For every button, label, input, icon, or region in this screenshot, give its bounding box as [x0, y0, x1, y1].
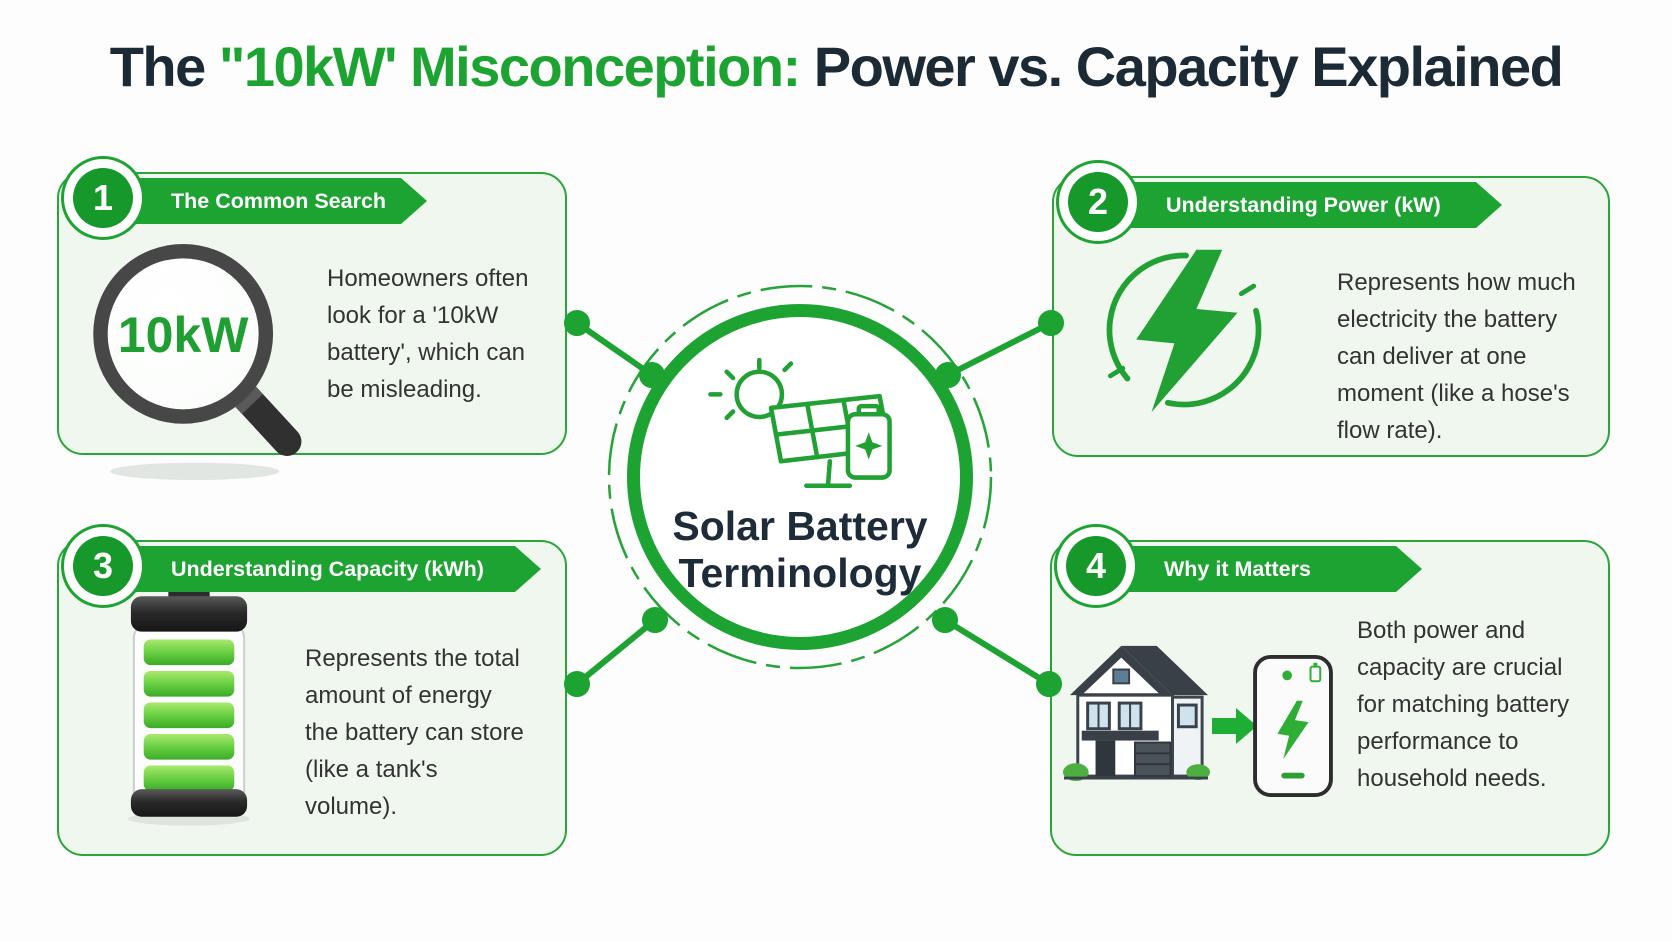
card-3-heading: Understanding Capacity (kWh)	[171, 556, 484, 581]
center-title-line1: Solar Battery	[672, 502, 928, 549]
page-title: The "10kW' Misconception: Power vs. Capa…	[0, 34, 1672, 99]
title-suffix: Power vs. Capacity Explained	[799, 35, 1564, 98]
card-3-number: 3	[73, 536, 133, 596]
card-common-search: The Common Search 1 10kW	[57, 156, 567, 480]
center-hub: Solar Battery Terminology	[627, 304, 973, 650]
battery-device-icon	[1252, 654, 1334, 803]
card-4-number-badge: 4	[1054, 524, 1138, 608]
card-understanding-power: Understanding Power (kW) 2 Represents ho…	[1052, 160, 1610, 457]
card-2-heading-ribbon: Understanding Power (kW)	[1100, 182, 1502, 228]
magnifying-glass-icon: 10kW	[77, 230, 322, 485]
center-title-line2: Terminology	[678, 549, 922, 596]
card-understanding-capacity: Understanding Capacity (kWh) 3	[57, 524, 567, 856]
card-1-number-badge: 1	[61, 156, 145, 240]
card-3-heading-ribbon: Understanding Capacity (kWh)	[105, 546, 541, 592]
house-icon	[1062, 634, 1210, 787]
card-4-number: 4	[1066, 536, 1126, 596]
card-2-body: Represents how much electricity the batt…	[1337, 269, 1576, 444]
card-4-body: Both power and capacity are crucial for …	[1357, 617, 1570, 792]
title-highlight: "10kW' Misconception:	[218, 35, 801, 98]
card-2-number: 2	[1068, 172, 1128, 232]
card-4-heading-ribbon: Why it Matters	[1098, 546, 1422, 592]
card-1-number: 1	[73, 168, 133, 228]
battery-level-icon	[125, 584, 253, 831]
card-2-heading: Understanding Power (kW)	[1166, 192, 1441, 217]
center-title: Solar Battery Terminology	[672, 503, 927, 597]
card-1-heading-ribbon: The Common Search	[105, 178, 427, 224]
card-why-it-matters: Why it Matters 4	[1050, 524, 1610, 856]
card-2-number-badge: 2	[1056, 160, 1140, 244]
card-4-heading: Why it Matters	[1164, 556, 1311, 581]
solar-panel-sun-battery-icon	[705, 357, 895, 499]
arrow-right-icon	[1212, 706, 1258, 751]
title-prefix: The	[109, 35, 219, 98]
lightning-bolt-icon	[1098, 244, 1270, 421]
magnifier-10kw-label: 10kW	[118, 307, 249, 363]
card-3-number-badge: 3	[61, 524, 145, 608]
card-1-heading: The Common Search	[171, 188, 387, 213]
card-1-body: Homeowners often look for a '10kW batter…	[327, 265, 529, 403]
card-3-body: Represents the total amount of energy th…	[305, 645, 524, 820]
